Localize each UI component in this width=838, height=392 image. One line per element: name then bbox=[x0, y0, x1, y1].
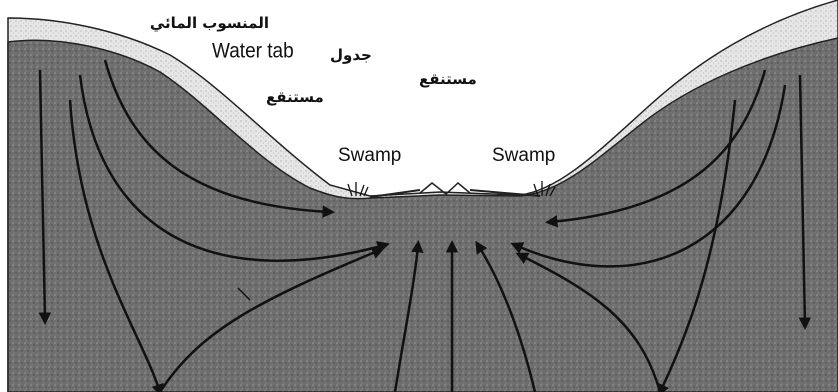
saturated-zone bbox=[8, 38, 838, 392]
